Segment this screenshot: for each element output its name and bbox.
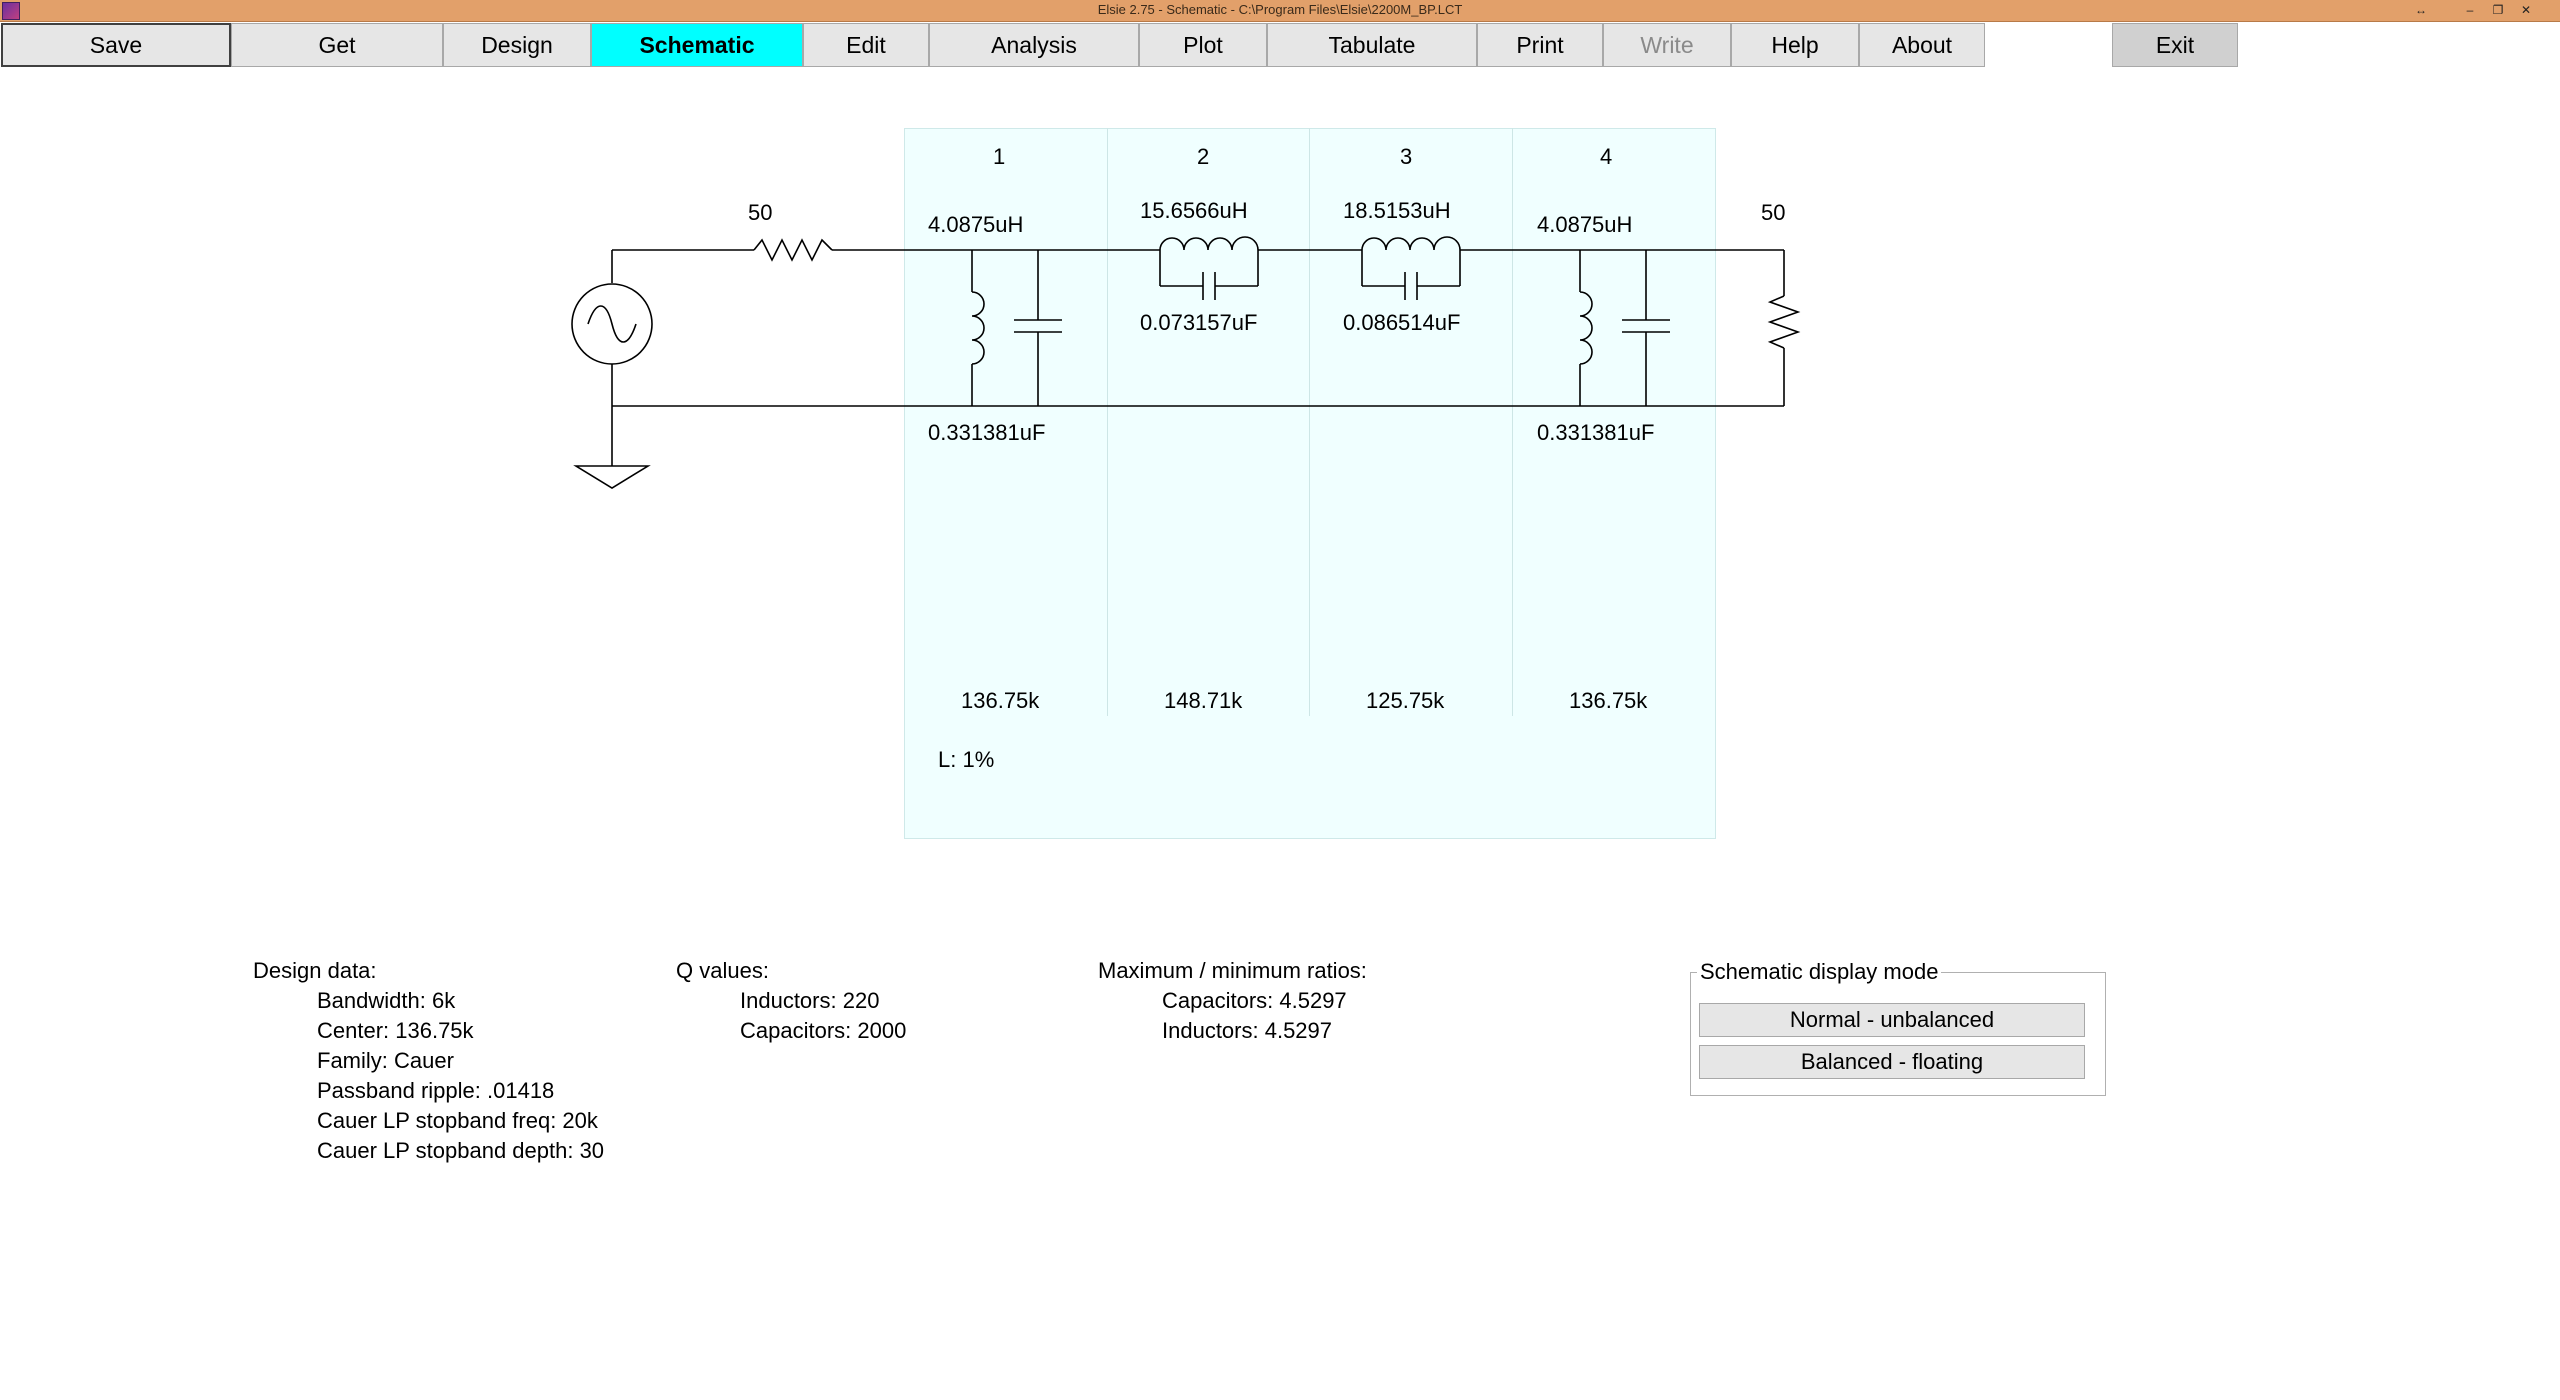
design-data-panel: Design data: Bandwidth: 6k Center: 136.7… [253, 956, 604, 1166]
section-1-inductance: 4.0875uH [928, 212, 1024, 237]
section-1-capacitance: 0.331381uF [928, 420, 1046, 445]
edit-button[interactable]: Edit [803, 23, 929, 67]
analysis-button[interactable]: Analysis [929, 23, 1139, 67]
exit-button[interactable]: Exit [2112, 23, 2238, 67]
about-button[interactable]: About [1859, 23, 1985, 67]
inductor-1 [971, 291, 985, 365]
ratio-line: Inductors: 4.5297 [1162, 1018, 1333, 1043]
design-data-line: Family: Cauer [317, 1048, 454, 1073]
load-resistance-label: 50 [1761, 200, 1786, 225]
section-number-3: 3 [1400, 144, 1413, 169]
section-4-inductance: 4.0875uH [1537, 212, 1633, 237]
app-icon [2, 2, 20, 20]
q-values-heading: Q values: [676, 958, 769, 983]
minimize-button[interactable]: – [2466, 3, 2474, 17]
q-values-panel: Q values: Inductors: 220 Capacitors: 200… [676, 956, 906, 1046]
schematic-button[interactable]: Schematic [591, 23, 803, 67]
ratios-panel: Maximum / minimum ratios: Capacitors: 4.… [1098, 956, 1367, 1046]
print-button[interactable]: Print [1477, 23, 1603, 67]
section-4-frequency: 136.75k [1569, 688, 1648, 713]
design-data-line: Cauer LP stopband depth: 30 [317, 1138, 605, 1163]
section-3-capacitance: 0.086514uF [1343, 310, 1461, 335]
display-mode-legend: Schematic display mode [1697, 959, 1942, 985]
tabulate-button[interactable]: Tabulate [1267, 23, 1477, 67]
section-number-4: 4 [1600, 144, 1613, 169]
ratio-line: Capacitors: 4.5297 [1162, 988, 1347, 1013]
close-button[interactable]: ✕ [2520, 3, 2532, 17]
q-value-line: Capacitors: 2000 [740, 1018, 907, 1043]
ground-icon [573, 465, 651, 489]
section-1-frequency: 136.75k [961, 688, 1040, 713]
section-2-inductance: 15.6566uH [1140, 198, 1248, 223]
normal-unbalanced-button[interactable]: Normal - unbalanced [1699, 1003, 2085, 1037]
loss-note: L: 1% [938, 747, 995, 772]
section-3-frequency: 125.75k [1366, 688, 1445, 713]
section-divider [1309, 128, 1310, 716]
inductor-3 [1361, 236, 1461, 251]
window-title: Elsie 2.75 - Schematic - C:\Program File… [1097, 2, 1463, 17]
source-resistor [753, 238, 833, 262]
get-button[interactable]: Get [231, 23, 443, 67]
section-divider [1512, 128, 1513, 716]
ratios-heading: Maximum / minimum ratios: [1098, 958, 1367, 983]
design-data-heading: Design data: [253, 958, 377, 983]
source-resistance-label: 50 [748, 200, 773, 225]
balanced-floating-button[interactable]: Balanced - floating [1699, 1045, 2085, 1079]
help-button[interactable]: Help [1731, 23, 1859, 67]
section-number-1: 1 [993, 144, 1006, 169]
inductor-2 [1159, 236, 1259, 251]
design-data-line: Bandwidth: 6k [317, 988, 456, 1013]
inductor-4 [1579, 291, 1593, 365]
section-number-2: 2 [1197, 144, 1210, 169]
load-resistor [1767, 295, 1801, 349]
restore-button[interactable]: ❐ [2492, 3, 2504, 17]
section-4-capacitance: 0.331381uF [1537, 420, 1655, 445]
title-bar: Elsie 2.75 - Schematic - C:\Program File… [0, 0, 2560, 22]
save-button[interactable]: Save [1, 23, 231, 67]
section-2-frequency: 148.71k [1164, 688, 1243, 713]
display-mode-group: Schematic display mode Normal - unbalanc… [1690, 959, 2106, 1096]
design-data-line: Center: 136.75k [317, 1018, 474, 1043]
design-data-line: Passband ripple: .01418 [317, 1078, 555, 1103]
plot-button[interactable]: Plot [1139, 23, 1267, 67]
design-data-line: Cauer LP stopband freq: 20k [317, 1108, 598, 1133]
resize-icon[interactable]: ↔ [2415, 3, 2427, 17]
sine-wave [587, 305, 637, 343]
section-2-capacitance: 0.073157uF [1140, 310, 1258, 335]
write-button[interactable]: Write [1603, 23, 1731, 67]
section-divider [1107, 128, 1108, 716]
design-button[interactable]: Design [443, 23, 591, 67]
section-3-inductance: 18.5153uH [1343, 198, 1451, 223]
section-band [904, 128, 1716, 839]
q-value-line: Inductors: 220 [740, 988, 880, 1013]
